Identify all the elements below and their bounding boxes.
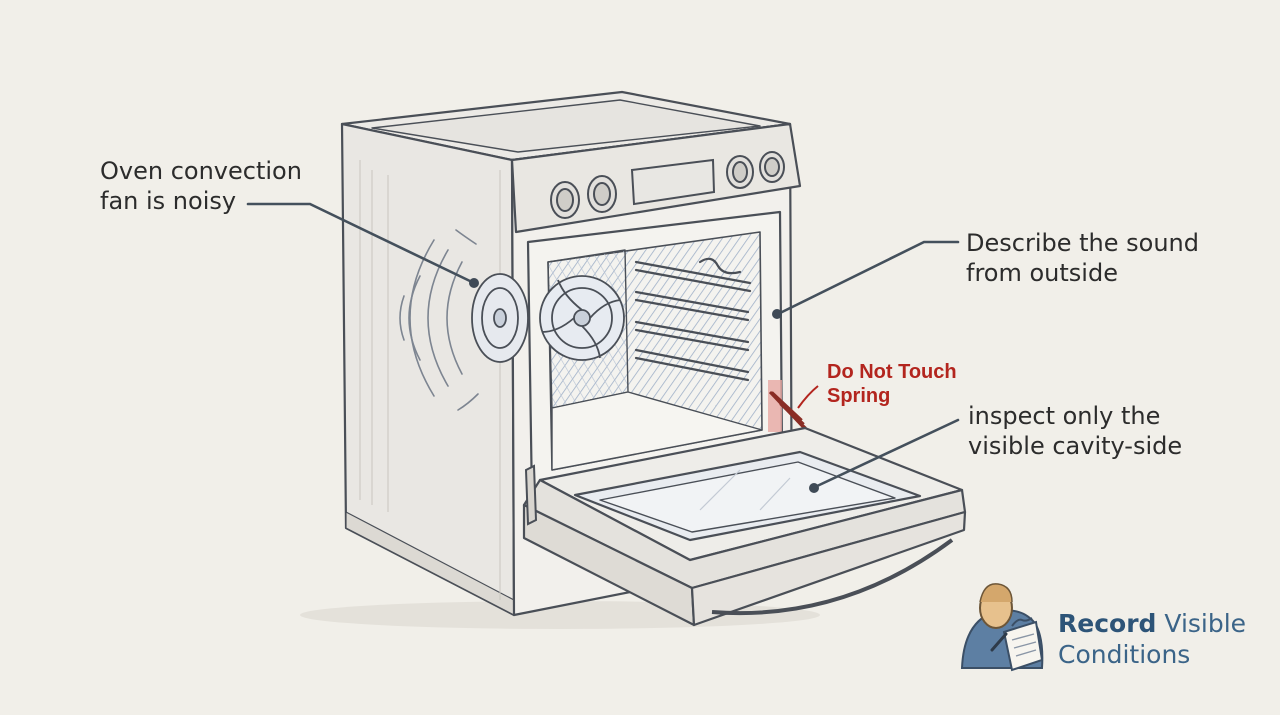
oven-racks bbox=[634, 257, 752, 382]
callout-sound-line1: Describe the sound bbox=[966, 229, 1199, 257]
inspector-icon bbox=[960, 583, 1044, 672]
callout-cavity-line2: visible cavity-side bbox=[968, 432, 1183, 460]
brand-line1: Record Visible bbox=[1058, 608, 1246, 639]
control-knobs bbox=[550, 151, 785, 219]
warning-do-not-touch-spring: Do Not Touch Spring bbox=[827, 360, 957, 408]
spring-pointer bbox=[797, 385, 819, 409]
warning-line2: Spring bbox=[827, 385, 891, 407]
record-visible-conditions: Record Visible Conditions bbox=[1058, 608, 1246, 670]
brand-rest-word: Visible bbox=[1164, 609, 1247, 638]
display-window bbox=[630, 158, 716, 206]
callout-describe-sound: Describe the sound from outside bbox=[966, 228, 1199, 288]
callout-cavity-line1: inspect only the bbox=[968, 402, 1161, 430]
leader-dots bbox=[469, 278, 819, 493]
oven-door bbox=[522, 426, 967, 627]
brand-bold-word: Record bbox=[1058, 609, 1157, 638]
brand-line2: Conditions bbox=[1058, 640, 1191, 669]
side-shading bbox=[359, 160, 501, 600]
callout-inspect-cavity: inspect only the visible cavity-side bbox=[968, 401, 1182, 461]
warning-line1: Do Not Touch bbox=[827, 361, 957, 383]
leader-lines bbox=[246, 202, 960, 489]
side-fan bbox=[471, 273, 529, 363]
callout-fan-line2: fan is noisy bbox=[100, 187, 237, 215]
convection-fan bbox=[539, 275, 625, 361]
door-spring bbox=[768, 380, 808, 432]
callout-fan-noisy: Oven convection fan is noisy bbox=[100, 156, 302, 216]
door-hinge bbox=[524, 464, 538, 526]
callout-sound-line2: from outside bbox=[966, 259, 1118, 287]
callout-fan-line1: Oven convection bbox=[100, 157, 302, 185]
